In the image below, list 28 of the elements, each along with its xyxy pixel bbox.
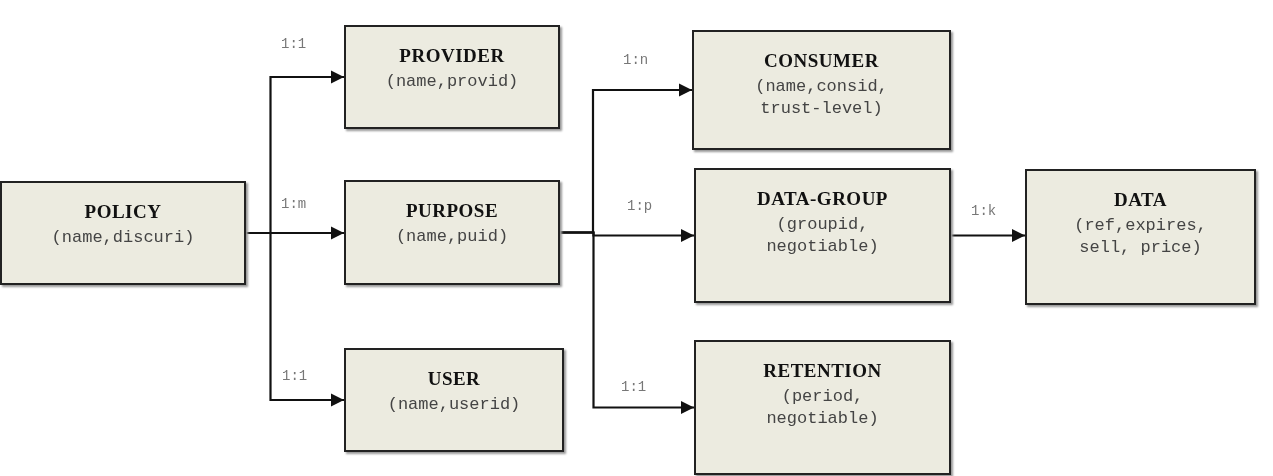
entity-box: [692, 30, 951, 150]
attribute-list: (name,consid, trust-level): [750, 76, 893, 121]
attribute-list: (period, negotiable): [761, 386, 884, 431]
entity-box: [694, 168, 951, 303]
attribute-list: (name,userid): [387, 394, 521, 417]
attribute-list: (ref,expires, sell, price): [1069, 215, 1212, 260]
entity-name: CONSUMER: [764, 50, 879, 72]
connector-arrow: [246, 231, 344, 407]
entity-box: [694, 340, 951, 475]
entity-box: [344, 180, 560, 285]
entity-name: PURPOSE: [405, 200, 499, 222]
attribute-list: (name,puid): [395, 226, 509, 249]
entity-name: DATA-GROUP: [757, 188, 888, 210]
entity-box: [0, 181, 246, 285]
entity-name: USER: [427, 368, 481, 390]
entity-box: [1025, 169, 1256, 305]
connector-arrow: [951, 228, 1025, 243]
entity-box: [344, 25, 560, 129]
attribute-list: (groupid, negotiable): [756, 214, 889, 259]
entity-name: POLICY: [84, 201, 162, 223]
entity-box: [344, 348, 564, 452]
entity-name: DATA: [1114, 189, 1167, 211]
connector-arrow: [560, 231, 694, 415]
attribute-list: (name,discuri): [51, 227, 195, 250]
entity-name: PROVIDER: [399, 45, 505, 67]
cardinality-label: 1:p: [626, 198, 654, 214]
attribute-list: (name,provid): [385, 71, 519, 94]
entity-name: RETENTION: [763, 360, 882, 382]
